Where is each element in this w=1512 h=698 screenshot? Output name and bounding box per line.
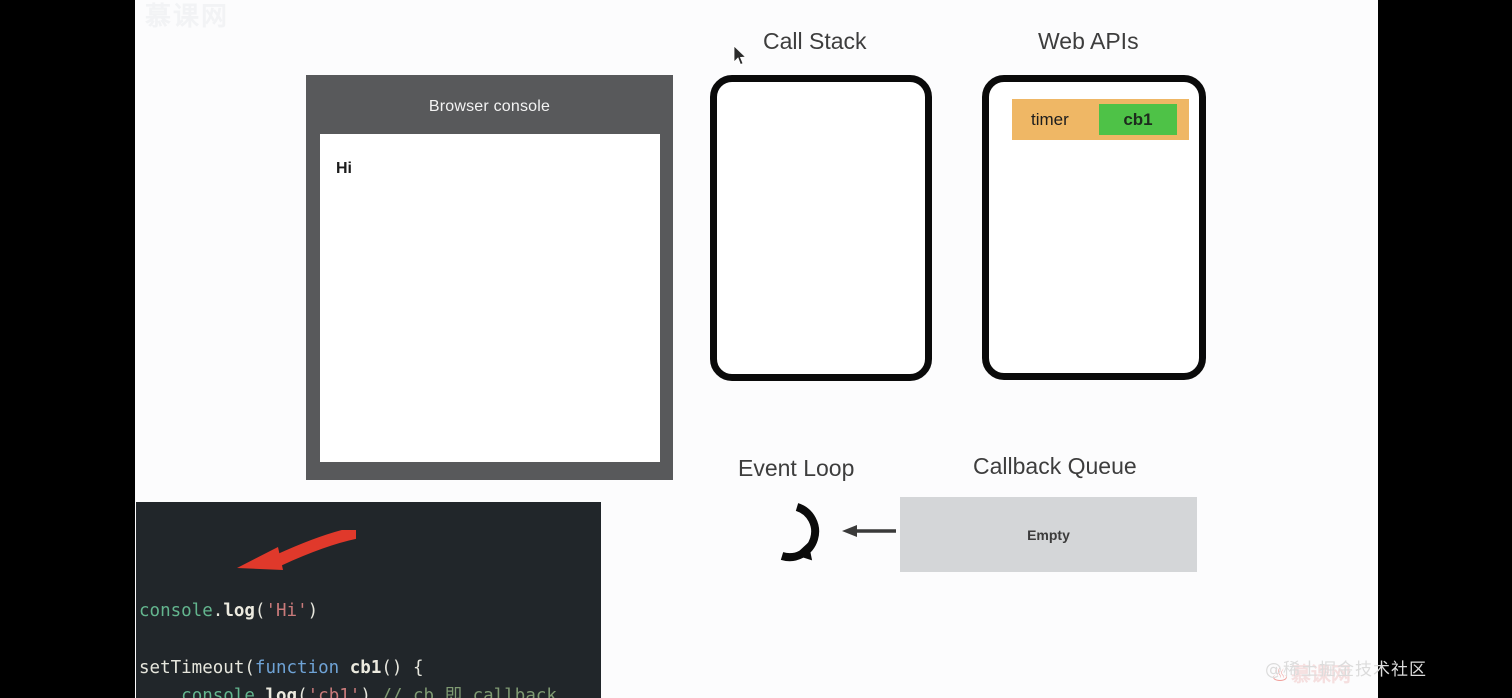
code-token: 'Hi' — [265, 600, 308, 621]
code-token: console — [139, 600, 213, 621]
slide-canvas: 慕课网 Browser console Hi Call Stack Web AP… — [135, 0, 1378, 698]
code-token: cb1 — [349, 657, 382, 678]
browser-console-title: Browser console — [428, 98, 551, 115]
code-token: function — [254, 657, 340, 678]
code-token: ( — [254, 600, 266, 621]
web-api-task-label: timer — [1031, 109, 1069, 129]
code-token: setTimeout — [139, 657, 245, 678]
code-token: . — [254, 686, 266, 698]
code-line: setTimeout(function cb1() { — [139, 654, 601, 683]
imooc-watermark-text: 慕课网 — [1290, 662, 1351, 686]
call-stack-heading: Call Stack — [763, 28, 867, 54]
code-editor-panel: console.log('Hi') setTimeout(function cb… — [136, 502, 601, 698]
code-token: ) — [360, 686, 382, 698]
callback-queue-heading: Callback Queue — [973, 453, 1137, 479]
event-loop-heading: Event Loop — [738, 455, 855, 481]
code-token: () { — [381, 657, 424, 678]
console-log-line: Hi — [336, 160, 352, 177]
code-token: log — [223, 600, 255, 621]
code-line: console.log('cb1') // cb 即 callback — [139, 682, 601, 698]
flame-icon: ♨ — [1271, 662, 1289, 686]
call-stack-box — [710, 75, 932, 381]
web-api-callback-chip: cb1 — [1099, 104, 1177, 135]
juejin-watermark: @稀土掘金技术社区 — [1265, 660, 1427, 680]
letterbox-right — [1378, 0, 1512, 698]
arrow-left-icon — [842, 525, 896, 537]
circular-arrow-icon — [780, 503, 820, 562]
annotation-arrow-icon — [237, 530, 356, 570]
code-token — [339, 658, 350, 678]
code-token: ( — [244, 657, 255, 678]
code-token: . — [212, 600, 224, 621]
code-line: console.log('Hi') — [139, 597, 601, 626]
letterbox-left — [0, 0, 135, 698]
callback-queue-box: Empty — [900, 497, 1197, 572]
web-apis-heading: Web APIs — [1038, 28, 1139, 54]
code-token: ) — [307, 600, 319, 621]
code-token: log — [265, 686, 298, 698]
code-token — [139, 686, 181, 698]
mouse-pointer-icon — [733, 45, 747, 66]
top-left-watermark: 慕课网 — [145, 1, 230, 31]
callback-queue-status: Empty — [1027, 526, 1070, 543]
code-token: 'cb1' — [307, 686, 361, 698]
web-apis-box: timer cb1 — [982, 75, 1206, 380]
imooc-watermark: ♨慕课网 — [1271, 658, 1351, 687]
code-token: ( — [297, 686, 308, 698]
browser-console-output: Hi — [320, 134, 660, 462]
code-token: console — [181, 686, 255, 698]
browser-console-panel: Browser console Hi — [306, 75, 673, 480]
code-line — [139, 625, 601, 654]
web-api-task-timer: timer cb1 — [1012, 99, 1189, 140]
code-token: // cb 即 callback — [381, 686, 557, 698]
